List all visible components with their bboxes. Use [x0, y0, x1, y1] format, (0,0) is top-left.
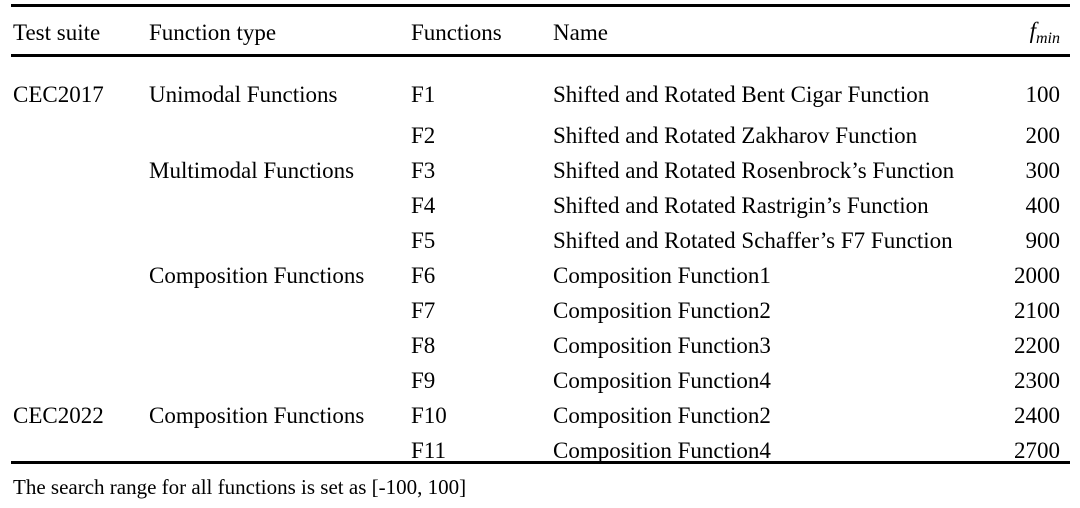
table-row: CEC2022 Composition Functions F10 Compos…	[0, 398, 1080, 433]
cell-function-type: Multimodal Functions	[149, 158, 355, 183]
cell-fmin: 2100	[1014, 298, 1060, 323]
column-header-name: Name	[553, 19, 608, 45]
table-row: CEC2017 Unimodal Functions F1 Shifted an…	[0, 57, 1080, 118]
table-row: F5 Shifted and Rotated Schaffer’s F7 Fun…	[0, 223, 1080, 258]
cell-function-id: F11	[411, 438, 446, 463]
column-header-functions: Functions	[411, 19, 502, 45]
cell-fmin: 2200	[1014, 333, 1060, 358]
cell-function-type: Unimodal Functions	[149, 81, 338, 107]
table-footnote: The search range for all functions is se…	[13, 475, 467, 499]
cell-function-name: Shifted and Rotated Rastrigin’s Function	[553, 193, 929, 218]
cell-function-type	[137, 188, 405, 223]
cell-function-id: F5	[411, 228, 436, 253]
cell-test-suite	[0, 188, 137, 223]
cell-function-id: F6	[411, 263, 436, 288]
cell-fmin: 200	[1025, 123, 1061, 148]
table-row: F8 Composition Function3 2200	[0, 328, 1080, 363]
cell-function-type	[137, 363, 405, 398]
cell-fmin: 300	[1025, 158, 1061, 183]
table-header-rule	[11, 54, 1070, 57]
cell-function-type	[137, 293, 405, 328]
cell-function-type	[137, 328, 405, 363]
table-bottom-rule	[11, 461, 1070, 464]
table-top-rule	[11, 4, 1070, 7]
cell-fmin: 100	[1025, 81, 1061, 107]
table-body: CEC2017 Unimodal Functions F1 Shifted an…	[0, 57, 1080, 468]
cell-function-type	[137, 223, 405, 258]
column-header-fmin: fmin	[970, 0, 1080, 57]
cell-function-type	[137, 433, 405, 468]
cell-test-suite	[0, 153, 137, 188]
cell-function-name: Shifted and Rotated Zakharov Function	[553, 123, 918, 148]
cell-function-id: F9	[411, 368, 436, 393]
cell-function-name: Composition Function4	[553, 438, 771, 463]
cell-function-name: Composition Function1	[553, 263, 771, 288]
cell-function-id: F8	[411, 333, 436, 358]
column-header-function-type: Function type	[149, 19, 277, 45]
cell-function-name: Composition Function2	[553, 403, 771, 428]
cell-function-id: F4	[411, 193, 436, 218]
table-row: Multimodal Functions F3 Shifted and Rota…	[0, 153, 1080, 188]
cell-test-suite	[0, 223, 137, 258]
cell-test-suite	[0, 328, 137, 363]
cell-function-id: F10	[411, 403, 447, 428]
table-row: F9 Composition Function4 2300	[0, 363, 1080, 398]
benchmark-functions-table: Test suite Function type Functions Name …	[0, 0, 1080, 468]
table-header: Test suite Function type Functions Name …	[0, 0, 1080, 57]
table-row: F11 Composition Function4 2700	[0, 433, 1080, 468]
cell-fmin: 2700	[1014, 438, 1060, 463]
cell-function-name: Composition Function4	[553, 368, 771, 393]
table-header-row: Test suite Function type Functions Name …	[0, 0, 1080, 57]
table-row: F7 Composition Function2 2100	[0, 293, 1080, 328]
cell-fmin: 2300	[1014, 368, 1060, 393]
cell-function-name: Composition Function2	[553, 298, 771, 323]
cell-function-id: F2	[411, 123, 436, 148]
cell-fmin: 2400	[1014, 403, 1060, 428]
cell-fmin: 2000	[1014, 263, 1060, 288]
fmin-subscript: min	[1036, 30, 1060, 47]
cell-test-suite	[0, 118, 137, 153]
cell-fmin: 900	[1025, 228, 1061, 253]
cell-test-suite	[0, 363, 137, 398]
fmin-symbol: fmin	[1029, 18, 1060, 47]
cell-function-id: F7	[411, 298, 436, 323]
cell-fmin: 400	[1025, 193, 1061, 218]
cell-test-suite: CEC2017	[13, 81, 104, 107]
cell-function-name: Shifted and Rotated Schaffer’s F7 Functi…	[553, 228, 953, 253]
column-header-test-suite: Test suite	[13, 19, 101, 45]
cell-test-suite	[0, 293, 137, 328]
cell-test-suite	[0, 258, 137, 293]
cell-function-id: F1	[411, 81, 436, 107]
cell-function-type	[137, 118, 405, 153]
cell-test-suite	[0, 433, 137, 468]
cell-function-type: Composition Functions	[149, 403, 365, 428]
cell-function-name: Composition Function3	[553, 333, 771, 358]
table-row: Composition Functions F6 Composition Fun…	[0, 258, 1080, 293]
cell-function-name: Shifted and Rotated Rosenbrock’s Functio…	[553, 158, 955, 183]
cell-test-suite: CEC2022	[13, 403, 104, 428]
table-row: F4 Shifted and Rotated Rastrigin’s Funct…	[0, 188, 1080, 223]
table-row: F2 Shifted and Rotated Zakharov Function…	[0, 118, 1080, 153]
cell-function-type: Composition Functions	[149, 263, 365, 288]
cell-function-id: F3	[411, 158, 436, 183]
cell-function-name: Shifted and Rotated Bent Cigar Function	[553, 81, 930, 107]
